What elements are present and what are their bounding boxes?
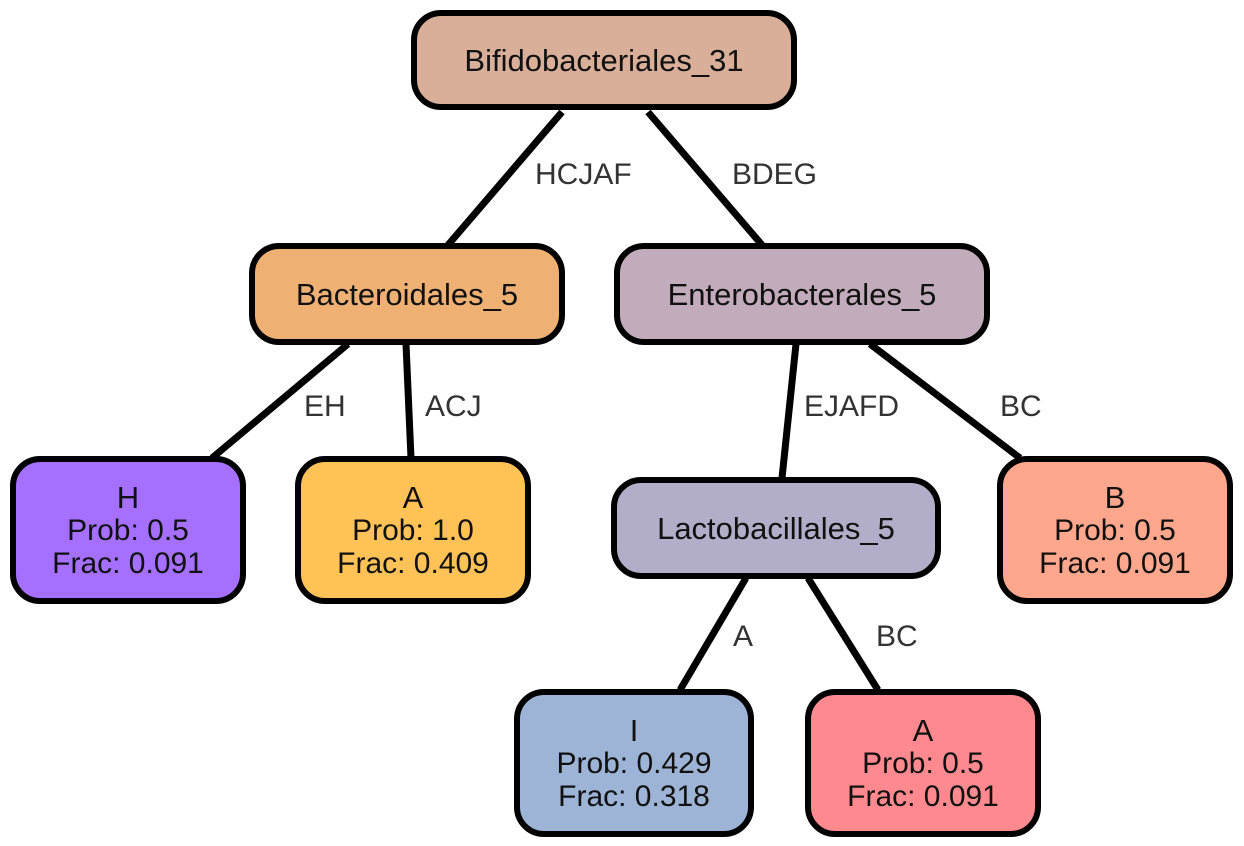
- node-prob: Prob: 0.429: [556, 746, 712, 780]
- edge-label-bc-b: BC: [1000, 390, 1042, 423]
- node-leaf-b: B Prob: 0.5 Frac: 0.091: [997, 456, 1233, 604]
- edge-label-hcjaf: HCJAF: [535, 158, 632, 191]
- node-label: I: [629, 712, 639, 748]
- node-frac: Frac: 0.091: [1039, 546, 1191, 580]
- node-frac: Frac: 0.091: [52, 546, 204, 580]
- node-prob: Prob: 1.0: [352, 513, 474, 547]
- node-prob: Prob: 0.5: [1054, 513, 1176, 547]
- node-label: Bifidobacteriales_31: [464, 42, 744, 78]
- node-frac: Frac: 0.091: [847, 779, 999, 813]
- edge-root-enterobacterales: [645, 109, 765, 248]
- edge-label-acj: ACJ: [425, 390, 482, 423]
- edge-lactobacillales-a2: [805, 576, 881, 692]
- node-prob: Prob: 0.5: [862, 746, 984, 780]
- edge-label-bdeg: BDEG: [732, 158, 818, 191]
- node-label: H: [116, 479, 140, 515]
- node-frac: Frac: 0.409: [337, 546, 489, 580]
- node-leaf-i: I Prob: 0.429 Frac: 0.318: [514, 689, 754, 837]
- node-label: A: [402, 479, 424, 515]
- node-frac: Frac: 0.318: [558, 779, 710, 813]
- node-label: Lactobacillales_5: [657, 510, 895, 546]
- edge-enterobacterales-lactobacillales: [778, 343, 800, 479]
- edge-lactobacillales-i: [676, 576, 750, 692]
- node-prob: Prob: 0.5: [67, 513, 189, 547]
- edge-label-ejafd: EJAFD: [804, 390, 900, 423]
- edge-root-bacteroidales: [445, 109, 565, 248]
- node-enterobacterales: Enterobacterales_5: [614, 243, 990, 345]
- node-bacteroidales: Bacteroidales_5: [249, 243, 565, 345]
- node-label: A: [912, 712, 934, 748]
- node-label: Enterobacterales_5: [667, 276, 937, 312]
- node-lactobacillales: Lactobacillales_5: [611, 477, 941, 579]
- edge-enterobacterales-b: [867, 341, 1023, 461]
- edge-label-bc-a: BC: [876, 620, 918, 653]
- edge-label-a-i: A: [733, 620, 754, 653]
- edge-bacteroidales-h: [209, 341, 351, 461]
- node-leaf-a1: A Prob: 1.0 Frac: 0.409: [295, 456, 531, 604]
- node-leaf-a2: A Prob: 0.5 Frac: 0.091: [805, 689, 1041, 837]
- edge-label-eh: EH: [304, 390, 346, 423]
- node-label: B: [1104, 479, 1126, 515]
- node-leaf-h: H Prob: 0.5 Frac: 0.091: [10, 456, 246, 604]
- node-bifidobacteriales: Bifidobacteriales_31: [411, 10, 797, 110]
- edge-bacteroidales-a1: [402, 343, 415, 459]
- node-label: Bacteroidales_5: [295, 276, 519, 312]
